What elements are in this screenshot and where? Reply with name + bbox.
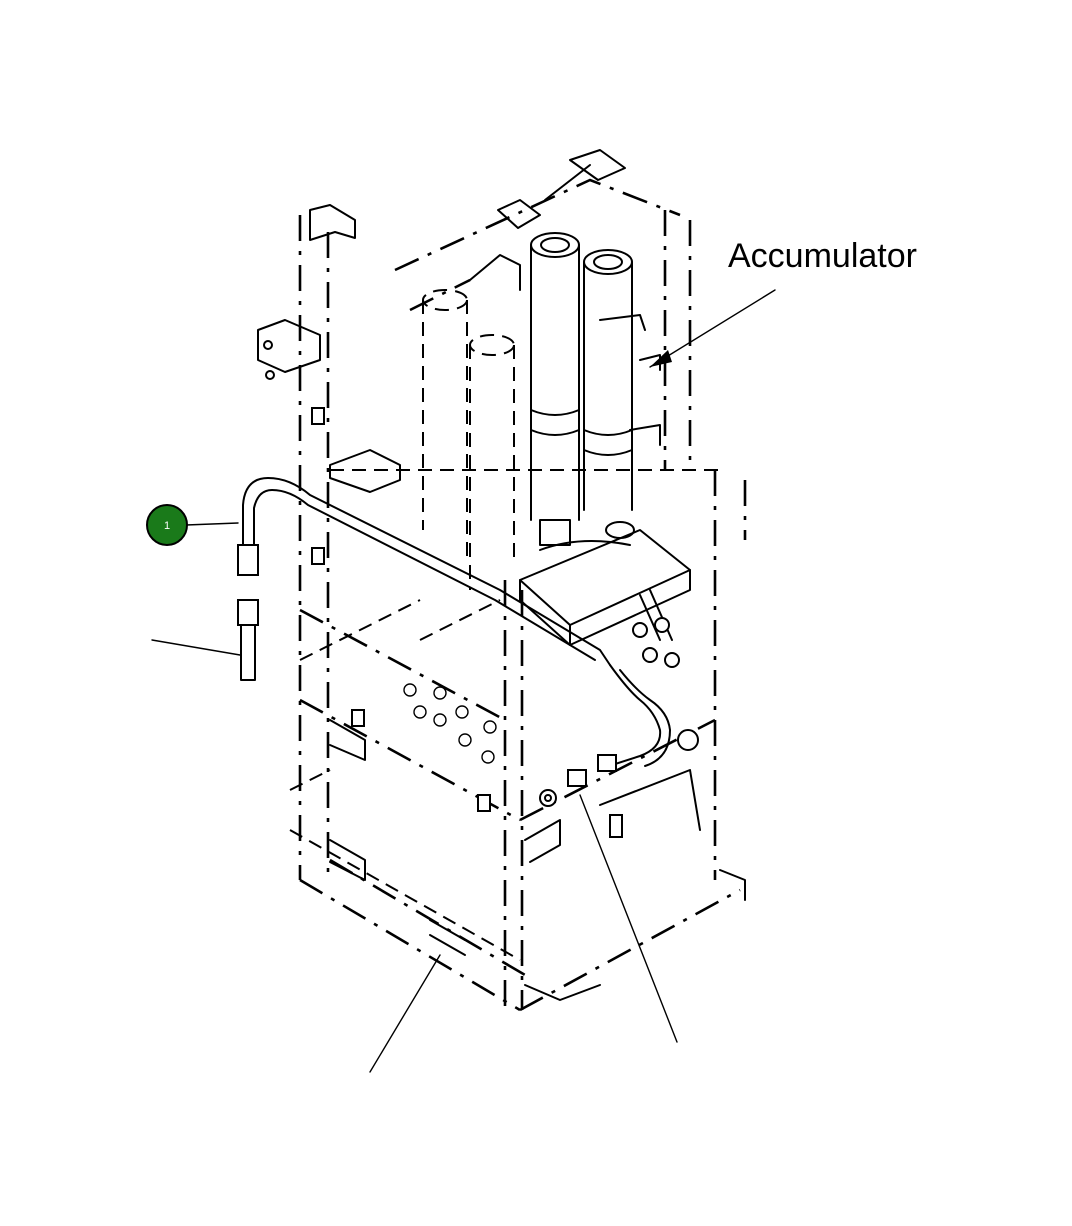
leader-lines bbox=[151, 289, 776, 1073]
brackets bbox=[257, 149, 661, 446]
leader-bottom-right bbox=[579, 794, 678, 1043]
leader-bottom-left bbox=[369, 954, 441, 1073]
part-badge-1[interactable]: 1 bbox=[146, 504, 188, 546]
accumulator-label: Accumulator bbox=[728, 237, 917, 275]
valve-block bbox=[519, 529, 691, 646]
badge-circle[interactable] bbox=[146, 504, 188, 546]
wire-harness bbox=[237, 477, 699, 807]
leader-part-1 bbox=[185, 522, 239, 526]
cross-members bbox=[329, 449, 746, 1001]
arrowhead bbox=[650, 350, 672, 367]
leader-accumulator bbox=[649, 289, 776, 368]
badge-number: 1 bbox=[164, 520, 170, 532]
leader-left bbox=[151, 639, 241, 656]
base-holes bbox=[311, 407, 623, 838]
